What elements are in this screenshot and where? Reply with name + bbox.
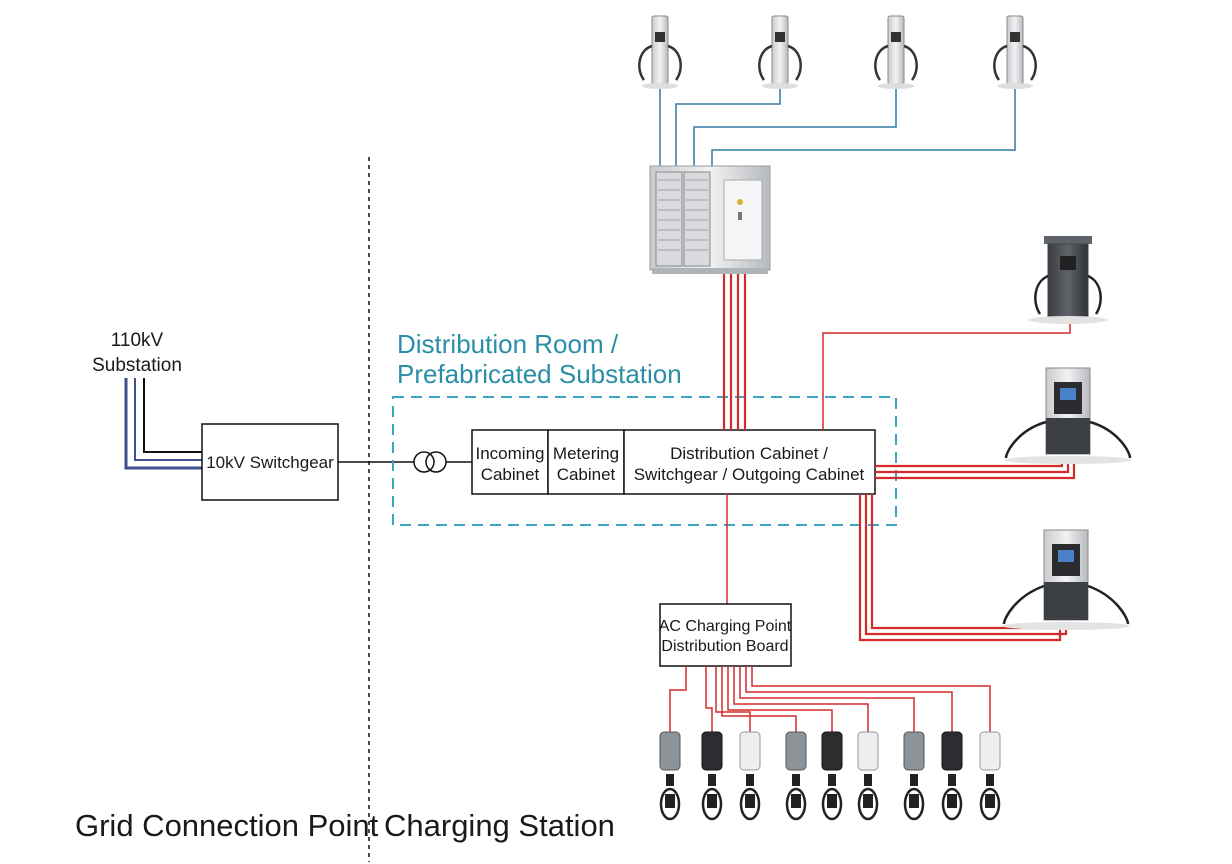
dc-charger-mid-right <box>1004 367 1132 464</box>
dc-dispenser-3 <box>874 15 918 89</box>
incoming-cabinet-label-line2: Cabinet <box>481 465 540 484</box>
incoming-cabinet-label-line1: Incoming <box>476 444 545 463</box>
metering-cabinet-label-line2: Cabinet <box>557 465 616 484</box>
ac-wallbox-1 <box>659 731 681 821</box>
ac-board-label-line1: AC Charging Point <box>659 618 792 635</box>
power-cabinet <box>649 165 771 274</box>
incoming-cabinet-box <box>471 429 549 495</box>
switchgear-box <box>201 423 339 501</box>
distribution-cabinet-label-line1: Distribution Cabinet / <box>670 444 828 463</box>
blue-cables <box>659 82 1016 172</box>
dc-dispenser-4 <box>993 15 1037 89</box>
distribution-room-title-line2: Prefabricated Substation <box>397 359 682 389</box>
ac-wallbox-3 <box>739 731 761 821</box>
substation-label-line2: Substation <box>92 355 182 376</box>
ac-wallbox-7 <box>903 731 925 821</box>
dc-dispenser-1 <box>638 15 682 89</box>
ac-wallbox-5 <box>821 731 843 821</box>
distribution-cabinet-box <box>623 429 876 495</box>
substation-label-line1: 110kV <box>111 330 164 351</box>
dc-charger-top-right <box>1028 236 1108 324</box>
substation-feeder-lines <box>124 378 202 470</box>
distribution-room-frame <box>392 396 897 526</box>
dc-charger-bottom-right <box>1002 529 1130 630</box>
red-cables <box>722 262 1076 642</box>
ac-wallbox-8 <box>941 731 963 821</box>
metering-cabinet-box <box>547 429 625 495</box>
ac-wallbox-9 <box>979 731 1001 821</box>
transformer-symbol <box>413 451 447 473</box>
metering-cabinet-label-line1: Metering <box>553 444 619 463</box>
ac-wallbox-2 <box>701 731 723 821</box>
ac-board-label-line2: Distribution Board <box>661 638 788 655</box>
switchgear-label: 10kV Switchgear <box>206 453 334 472</box>
dc-dispenser-2 <box>758 15 802 89</box>
charging-station-label: Charging Station <box>384 808 615 843</box>
ac-wallbox-6 <box>857 731 879 821</box>
grid-connection-point-label: Grid Connection Point <box>75 808 379 843</box>
ac-wallbox-4 <box>785 731 807 821</box>
distribution-cabinet-label-line2: Switchgear / Outgoing Cabinet <box>634 465 865 484</box>
distribution-room-title-line1: Distribution Room / <box>397 329 619 359</box>
ac-branch-cables <box>669 666 991 734</box>
ac-distribution-board-box <box>659 603 792 667</box>
